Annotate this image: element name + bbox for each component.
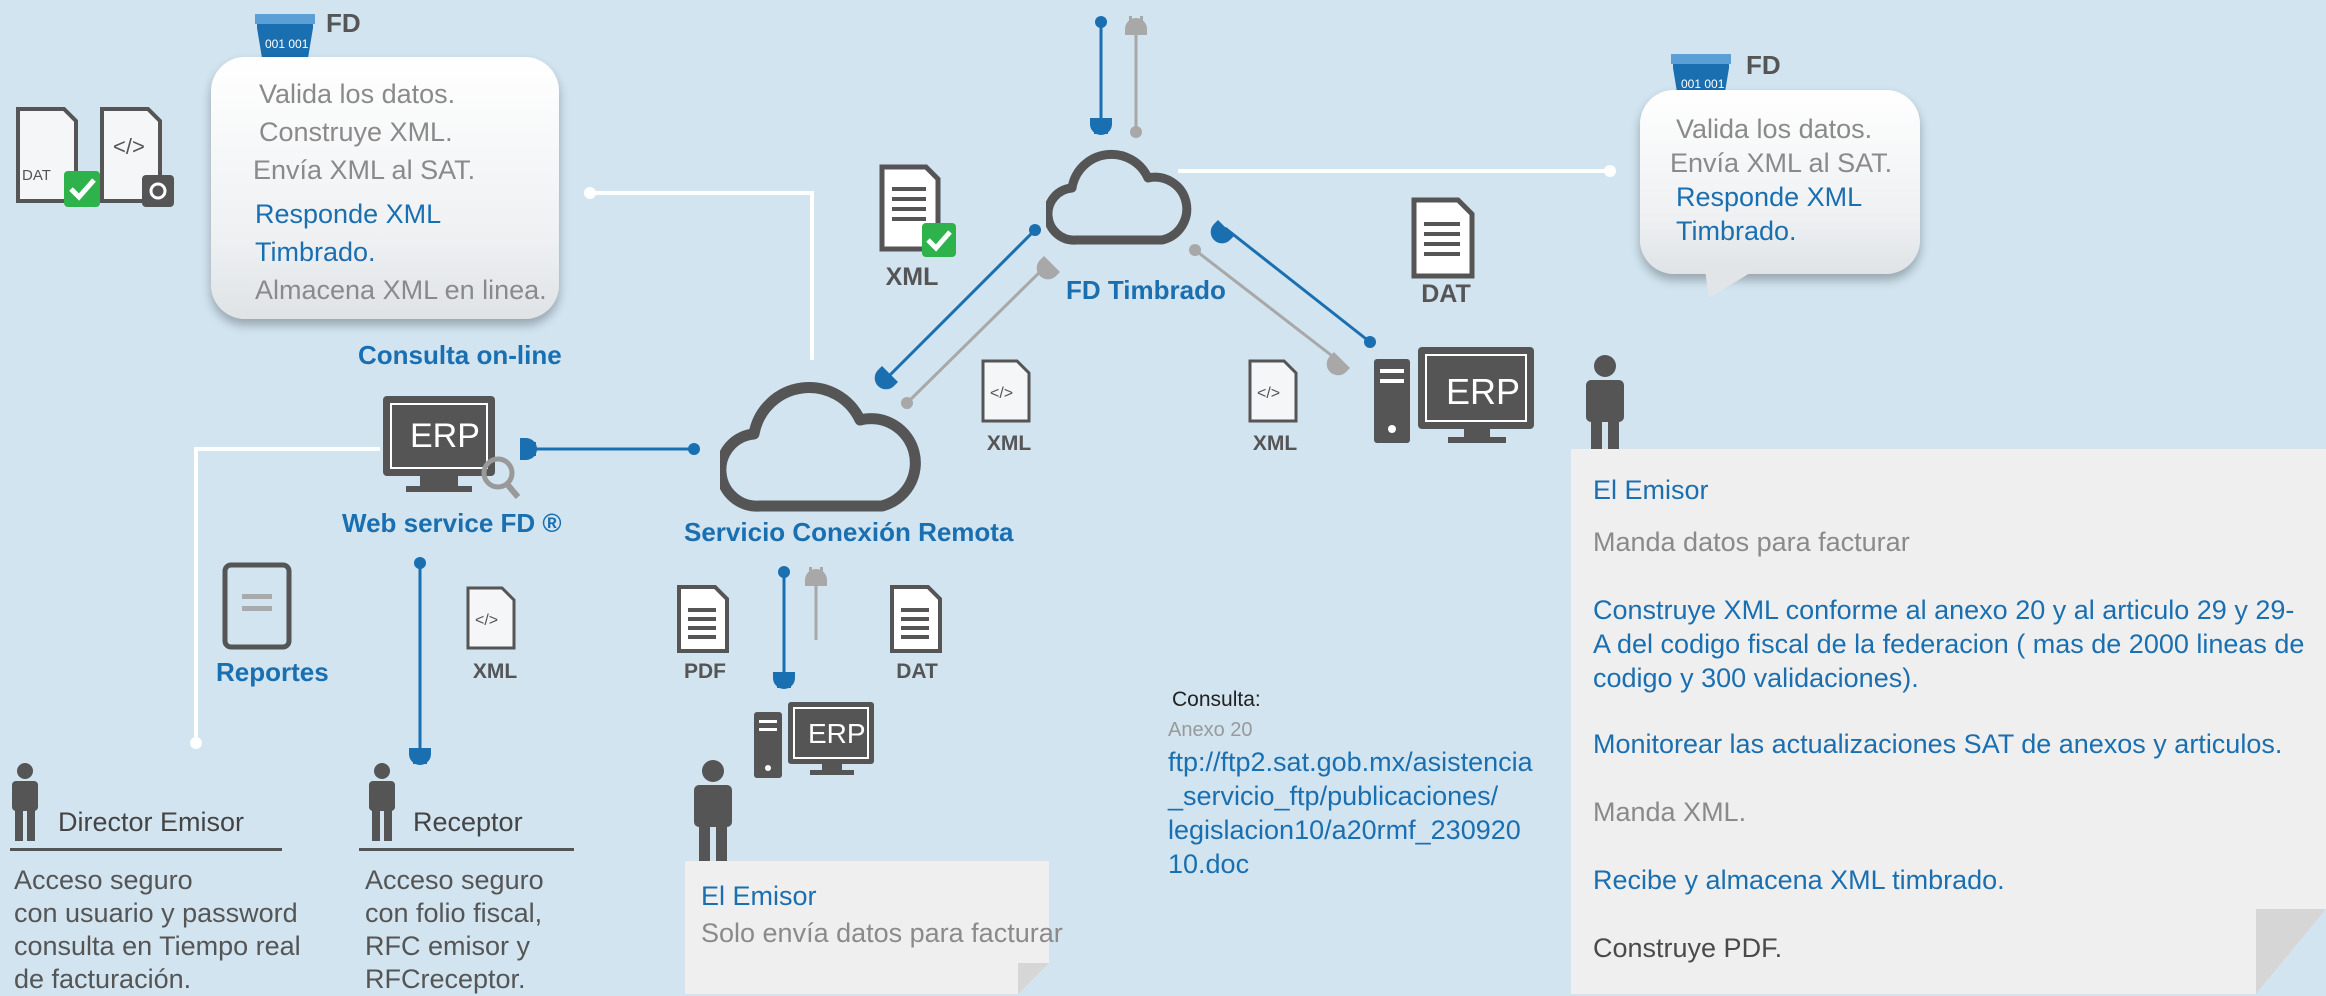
consulta-link-line[interactable]: 10.doc: [1168, 849, 1250, 879]
fd-box-icon: 001 001: [255, 14, 315, 64]
xml-file-icon: </>: [466, 586, 516, 650]
fd-right-bubble: Valida los datos. Envía XML al SAT. Resp…: [1640, 90, 1920, 274]
consulta-link[interactable]: ftp://ftp2.sat.gob.mx/asistencia _servic…: [1168, 745, 1533, 881]
fd-left-line: Envía XML al SAT.: [253, 155, 476, 185]
xml-left-label: XML: [472, 660, 518, 683]
emisor-panel-item: Monitorear las actualizaciones SAT de an…: [1593, 729, 2283, 759]
xml-mid-label: XML: [986, 432, 1032, 455]
fd-left-line: Construye XML.: [259, 117, 453, 147]
fd-left-line: Valida los datos.: [259, 79, 456, 109]
remote-service-label: Servicio Conexión Remota: [684, 517, 1014, 547]
director-line: Acceso seguro: [14, 865, 193, 895]
page-curl: [1018, 963, 1049, 994]
erp-computer-icon: [754, 702, 874, 778]
bubble-tail: [1705, 270, 1755, 298]
svg-text:</>: </>: [1257, 385, 1280, 402]
svg-text:</>: </>: [990, 385, 1013, 402]
reportes-tablet-icon: [222, 562, 292, 650]
person-icon: [12, 763, 38, 841]
consulta-link-line[interactable]: ftp://ftp2.sat.gob.mx/asistencia: [1168, 747, 1533, 777]
erp-bottom-computer: ERP: [752, 700, 878, 785]
xml-right-label: XML: [1252, 432, 1298, 455]
emisor-small-title: El Emisor: [701, 881, 817, 911]
fd-left-lines: Valida los datos. Construye XML. Envía X…: [253, 75, 547, 309]
director-line: consulta en Tiempo real: [14, 931, 301, 961]
svg-text:001 001: 001 001: [1681, 77, 1725, 91]
xml-file-icon: </>: [981, 359, 1031, 423]
director-line: de facturación.: [14, 964, 192, 994]
fd-timbrado-label: FD Timbrado: [1066, 275, 1226, 305]
director-rule: [10, 848, 282, 851]
erp-right-computer: ERP: [1372, 345, 1538, 450]
fd-left-label: FD: [326, 8, 361, 38]
director-line: con usuario y password: [14, 898, 298, 928]
web-service-label: Web service FD ®: [342, 508, 562, 538]
emisor-panel-item: Manda XML.: [1593, 797, 1747, 827]
remote-service-cloud-icon: [720, 382, 921, 512]
svg-text:001 001: 001 001: [265, 37, 309, 51]
consulta-online-label: Consulta on-line: [358, 340, 562, 370]
pdf-label: PDF: [684, 660, 726, 683]
receptor-line: Acceso seguro: [365, 865, 544, 895]
svg-text:</>: </>: [475, 612, 498, 629]
erp-right-text: ERP: [1446, 371, 1521, 412]
receptor-line: RFCreceptor.: [365, 964, 526, 994]
receptor-title: Receptor: [413, 807, 523, 837]
consulta-link-line[interactable]: legislacion10/a20rmf_230920: [1168, 815, 1521, 845]
emisor-panel: El Emisor Manda datos para facturar Cons…: [1571, 449, 2326, 994]
receptor-line: con folio fiscal,: [365, 898, 543, 928]
emisor-panel-item: Recibe y almacena XML timbrado.: [1593, 865, 2005, 895]
xml-file-icon: </>: [1248, 359, 1298, 423]
receptor-info: Acceso seguro con folio fiscal, RFC emis…: [365, 864, 544, 996]
fd-left-line: Responde XML: [255, 199, 442, 229]
fd-right-line: Responde XML: [1676, 182, 1863, 212]
dat-right-label: DAT: [1421, 280, 1471, 308]
emisor-small-panel: El Emisor Solo envía datos para facturar: [685, 861, 1063, 994]
person-icon: [369, 763, 395, 841]
erp-computer-icon: [1374, 347, 1534, 443]
fd-right-line: Valida los datos.: [1676, 114, 1873, 144]
xml-checked-label: XML: [885, 263, 939, 291]
fd-left-bubble: Valida los datos. Construye XML. Envía X…: [211, 57, 559, 319]
person-icon: [694, 760, 732, 870]
emisor-panel-item: Manda datos para facturar: [1593, 527, 1910, 557]
emisor-panel-item: Construye PDF.: [1593, 933, 1783, 963]
consulta-heading: Consulta:: [1172, 688, 1261, 711]
dat-file-icon: [16, 107, 174, 207]
erp-web-service-monitor: ERP: [380, 393, 521, 504]
fd-right-line: Envía XML al SAT.: [1670, 148, 1893, 178]
dat-file-icon: [890, 585, 942, 653]
dat-icon-label: DAT: [22, 167, 51, 184]
pdf-file-icon: [677, 585, 729, 653]
fd-right-line: Timbrado.: [1676, 216, 1797, 246]
erp-bottom-text: ERP: [808, 718, 866, 749]
fd-left-line: Almacena XML en linea.: [255, 275, 547, 305]
dat-file-icon: [1411, 197, 1475, 279]
page-curl: [2256, 909, 2326, 994]
emisor-panel-title: El Emisor: [1593, 475, 1709, 505]
erp-monitor-icon: [383, 396, 521, 499]
director-info: Acceso seguro con usuario y password con…: [14, 864, 301, 996]
fd-right-label: FD: [1746, 50, 1781, 80]
emisor-panel-item: Construye XML conforme al anexo 20 y al …: [1593, 595, 2305, 693]
receptor-rule: [359, 848, 574, 851]
emisor-small-text: Solo envía datos para facturar: [701, 918, 1063, 948]
reportes-label[interactable]: Reportes: [216, 657, 329, 687]
fd-timbrado-cloud-icon: [1046, 149, 1192, 245]
xml-checked-file-icon: [879, 164, 956, 257]
code-icon-label: </>: [113, 134, 145, 159]
consulta-link-line[interactable]: _servicio_ftp/publicaciones/: [1168, 781, 1499, 811]
erp-web-service-text: ERP: [410, 417, 480, 455]
dat-bottom-label: DAT: [896, 660, 938, 683]
receptor-line: RFC emisor y: [365, 931, 531, 961]
director-emisor-title: Director Emisor: [58, 807, 245, 837]
person-icon: [1586, 355, 1624, 465]
fd-left-line: Timbrado.: [255, 237, 376, 267]
consulta-sub: Anexo 20: [1168, 719, 1253, 741]
